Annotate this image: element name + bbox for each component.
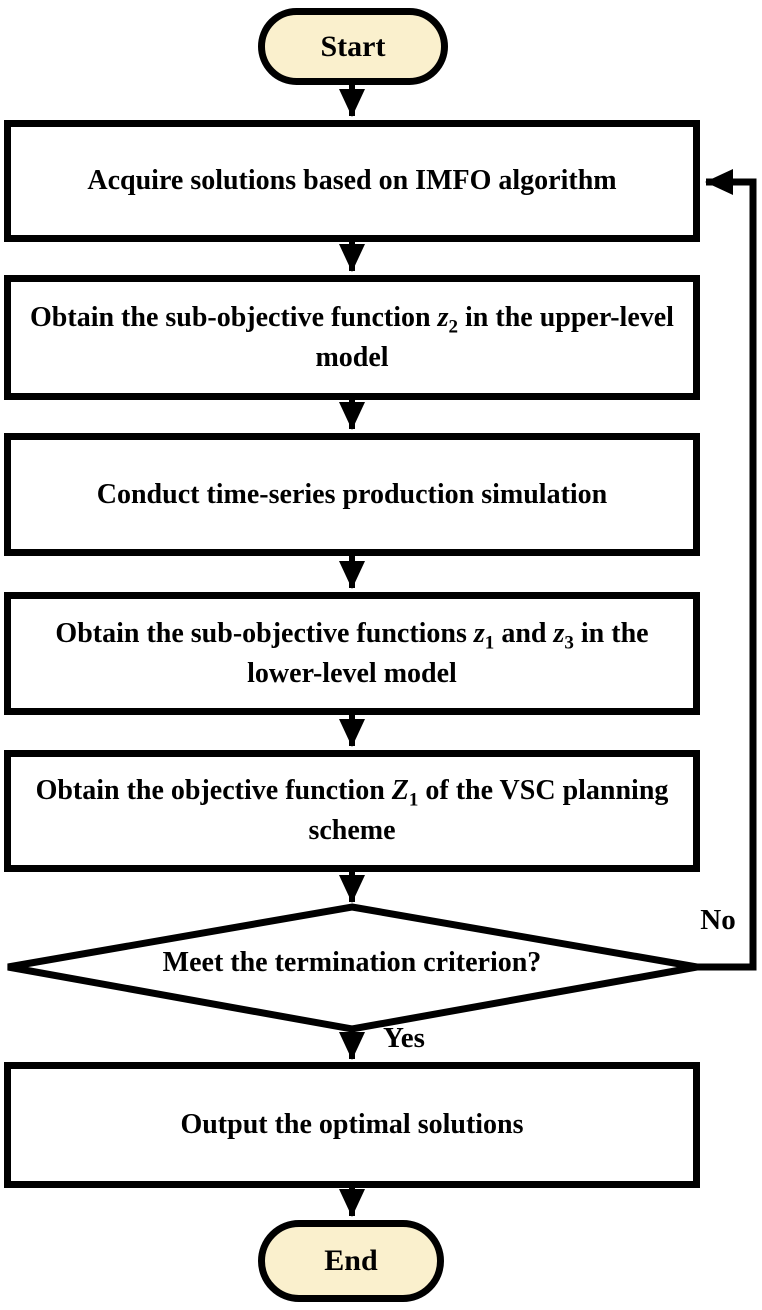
text-part: Obtain the sub-objective function bbox=[30, 301, 438, 333]
subscript: 3 bbox=[564, 632, 574, 654]
text-part: in the upper-level model bbox=[315, 301, 674, 373]
process-sub-objectives-lower-text: Obtain the sub-objective functions z1 an… bbox=[25, 614, 679, 694]
subscript: 2 bbox=[448, 316, 459, 338]
process-acquire-solutions: Acquire solutions based on IMFO algorith… bbox=[4, 120, 700, 242]
text-part: Obtain the sub-objective functions bbox=[55, 617, 474, 649]
process-production-simulation: Conduct time-series production simulatio… bbox=[4, 433, 700, 556]
end-node: End bbox=[258, 1220, 444, 1302]
decision-termination: Meet the termination criterion? bbox=[60, 947, 644, 979]
start-node: Start bbox=[258, 8, 448, 85]
process-output-solutions-text: Output the optimal solutions bbox=[180, 1109, 524, 1141]
process-production-simulation-text: Conduct time-series production simulatio… bbox=[96, 478, 608, 510]
process-sub-objective-upper: Obtain the sub-objective function z2 in … bbox=[4, 275, 700, 400]
text-part: and bbox=[494, 617, 554, 649]
text-part: of the VSC planning scheme bbox=[308, 775, 669, 846]
text-part: Obtain the objective function bbox=[35, 775, 392, 807]
process-objective-vsc-text: Obtain the objective function Z1 of the … bbox=[25, 771, 679, 851]
edge-label-yes: Yes bbox=[383, 1022, 425, 1055]
end-label: End bbox=[324, 1244, 378, 1277]
start-label: Start bbox=[320, 29, 386, 63]
variable-z: z bbox=[437, 301, 449, 333]
process-objective-vsc: Obtain the objective function Z1 of the … bbox=[4, 750, 700, 872]
variable-z: z bbox=[553, 617, 565, 649]
process-sub-objective-upper-text: Obtain the sub-objective function z2 in … bbox=[25, 298, 679, 378]
decision-diamond-shape bbox=[7, 903, 698, 1033]
decision-termination-text: Meet the termination criterion? bbox=[162, 947, 542, 978]
no-loop-arrow bbox=[697, 169, 757, 971]
variable-Z: Z bbox=[391, 775, 409, 807]
variable-z: z bbox=[473, 617, 485, 649]
process-acquire-solutions-text: Acquire solutions based on IMFO algorith… bbox=[87, 165, 617, 197]
yes-label: Yes bbox=[383, 1022, 425, 1054]
subscript: 1 bbox=[408, 789, 419, 811]
no-label: No bbox=[700, 904, 736, 936]
process-sub-objectives-lower: Obtain the sub-objective functions z1 an… bbox=[4, 592, 700, 715]
text-part: in the lower-level model bbox=[247, 617, 649, 689]
process-output-solutions: Output the optimal solutions bbox=[4, 1062, 700, 1188]
subscript: 1 bbox=[484, 632, 495, 654]
edge-label-no: No bbox=[688, 904, 748, 937]
